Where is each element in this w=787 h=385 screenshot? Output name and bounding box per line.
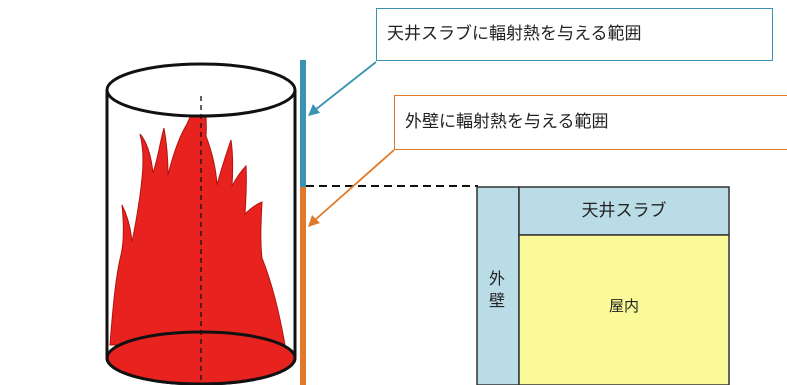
exterior-wall-label-top: 外 bbox=[488, 269, 505, 288]
wall-radiation-callout: 外壁に輻射熱を与える範囲 bbox=[394, 95, 787, 150]
ceiling-slab-label: 天井スラブ bbox=[581, 201, 667, 221]
exterior-wall-label-bottom: 壁 bbox=[488, 291, 505, 310]
indoor-area bbox=[518, 234, 730, 385]
ceiling-range-bar bbox=[300, 60, 306, 187]
wall-radiation-text: 外壁に輻射熱を与える範囲 bbox=[405, 112, 609, 132]
exterior-wall-label: 外 壁 bbox=[476, 268, 518, 312]
wall-leader-arrow bbox=[308, 149, 395, 227]
fire-cylinder-icon bbox=[105, 62, 297, 385]
wall-range-bar bbox=[300, 187, 306, 385]
ceiling-radiation-text: 天井スラブに輻射熱を与える範囲 bbox=[387, 24, 642, 44]
indoor-label: 屋内 bbox=[608, 297, 639, 315]
ceiling-radiation-callout: 天井スラブに輻射熱を与える範囲 bbox=[376, 8, 773, 61]
ceiling-slab bbox=[518, 186, 730, 236]
ceiling-leader-arrow bbox=[308, 61, 377, 116]
